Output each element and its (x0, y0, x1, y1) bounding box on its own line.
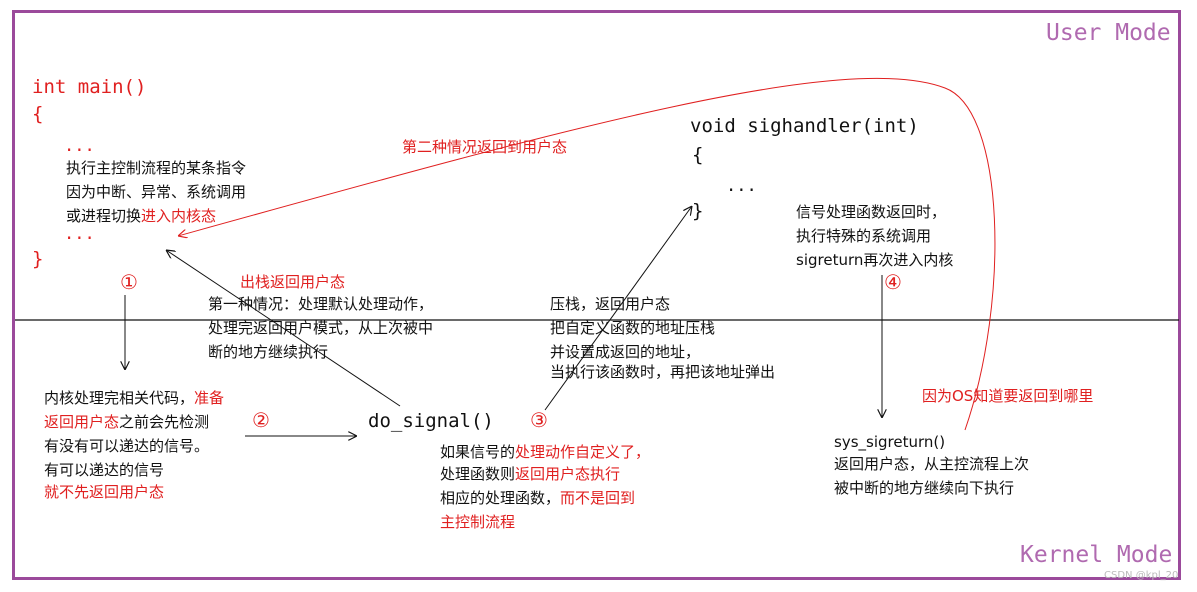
kernel-check-line-3: 有没有可以递达的信号。 (44, 437, 210, 455)
custom-action-line-2-black: 处理函数则 (440, 465, 516, 483)
push-stack-line-4: 当执行该函数时，再把该地址弹出 (550, 363, 776, 381)
push-stack-line-3: 并设置成返回的地址， (550, 343, 701, 361)
kernel-check-line-2: 返回用户态之前会先检测 (44, 410, 209, 434)
main-open-brace: { (32, 103, 44, 125)
custom-action-line-3: 相应的处理函数，而不是回到 (440, 486, 635, 510)
first-case-line-1: 第一种情况：处理默认处理动作， (208, 295, 434, 313)
step-4-marker: ④ (884, 270, 902, 294)
sys-sigreturn-line-1: sys_sigreturn() (834, 433, 946, 451)
custom-action-line-2-red: 返回用户态执行 (515, 465, 621, 483)
main-dots-1: ... (64, 136, 95, 156)
handler-return-line-2: 执行特殊的系统调用 (796, 227, 932, 245)
main-desc-line-2: 因为中断、异常、系统调用 (66, 183, 247, 201)
handler-open-brace: { (692, 144, 704, 166)
handler-signature: void sighandler(int) (690, 115, 919, 137)
os-knows-label: 因为OS知道要返回到哪里 (922, 387, 1094, 405)
push-stack-line-1: 压栈，返回用户态 (550, 295, 671, 313)
diagram-frame (12, 10, 1181, 580)
handler-return-line-1: 信号处理函数返回时， (796, 203, 947, 221)
main-dots-2: ... (64, 224, 95, 244)
custom-action-line-1: 如果信号的处理动作自定义了， (440, 440, 650, 464)
pop-return-label: 出栈返回用户态 (240, 273, 346, 291)
push-stack-line-2: 把自定义函数的地址压栈 (550, 319, 716, 337)
custom-action-line-3-black: 相应的处理函数， (440, 489, 561, 507)
arrow-step-3 (544, 206, 692, 411)
main-close-brace: } (32, 248, 44, 270)
kernel-check-line-4: 有可以递达的信号 (44, 461, 165, 479)
kernel-check-line-1: 内核处理完相关代码，准备 (44, 386, 224, 410)
second-case-label: 第二种情况返回到用户态 (402, 138, 568, 156)
custom-action-line-4: 主控制流程 (440, 513, 516, 531)
step-2-marker: ② (252, 408, 270, 432)
custom-action-line-2: 处理函数则返回用户态执行 (440, 462, 620, 486)
kernel-mode-label: Kernel Mode (1020, 542, 1173, 568)
first-case-line-2: 处理完返回用户模式，从上次被中 (208, 319, 434, 337)
custom-action-line-3-red: 而不是回到 (560, 489, 636, 507)
custom-action-line-1-black: 如果信号的 (440, 443, 516, 461)
user-mode-label: User Mode (1046, 20, 1171, 46)
main-desc-line-3-red: 进入内核态 (141, 207, 217, 225)
custom-action-line-1-red: 处理动作自定义了， (515, 443, 651, 461)
handler-close-brace: } (692, 200, 704, 222)
kernel-check-line-1-red: 准备 (194, 389, 225, 407)
sys-sigreturn-line-3: 被中断的地方继续向下执行 (834, 479, 1015, 497)
step-3-marker: ③ (530, 408, 548, 432)
main-desc-line-3-black: 或进程切换 (66, 207, 142, 225)
step-1-marker: ① (120, 270, 138, 294)
kernel-check-line-2-black: 之前会先检测 (119, 413, 210, 431)
arrow-first-case-return (166, 250, 401, 407)
main-desc-line-3: 或进程切换进入内核态 (66, 204, 216, 228)
kernel-check-line-2-red: 返回用户态 (44, 413, 120, 431)
main-desc-line-1: 执行主控制流程的某条指令 (66, 159, 247, 177)
handler-dots: ... (726, 176, 757, 196)
handler-return-line-3: sigreturn再次进入内核 (796, 251, 954, 269)
watermark: CSDN @kpl_20 (1104, 570, 1179, 581)
main-signature: int main() (32, 76, 147, 98)
first-case-line-3: 断的地方继续执行 (208, 343, 329, 361)
kernel-check-line-5: 就不先返回用户态 (44, 483, 165, 501)
sys-sigreturn-line-2: 返回用户态，从主控流程上次 (834, 455, 1030, 473)
arrow-second-case-return (178, 77, 996, 431)
kernel-check-line-1-black: 内核处理完相关代码， (44, 389, 195, 407)
do-signal-label: do_signal() (368, 410, 494, 432)
